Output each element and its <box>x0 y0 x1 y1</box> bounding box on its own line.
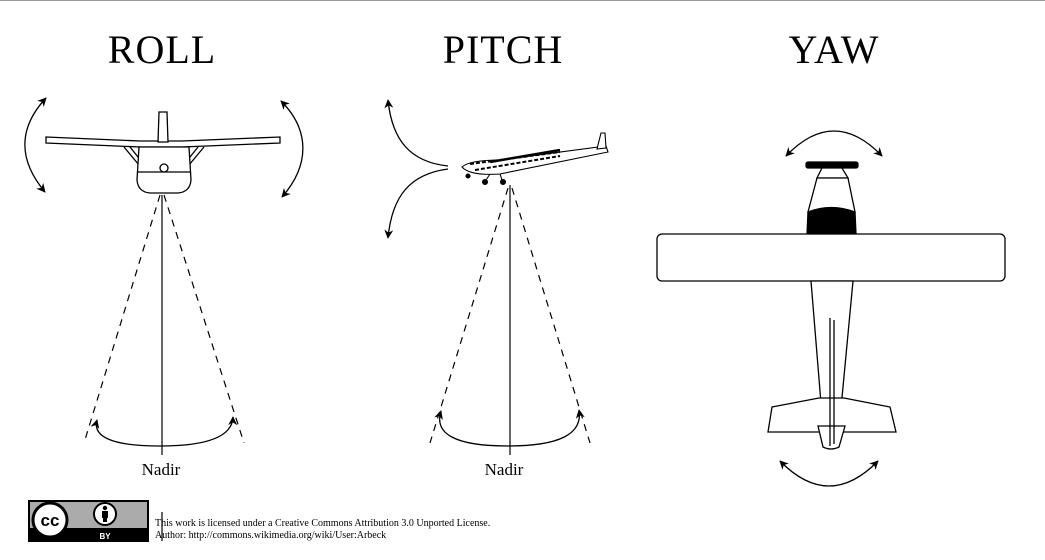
pitch-fov-left <box>429 187 509 444</box>
roll-swath-arrow <box>90 416 238 447</box>
pitch-swath-arrow <box>434 409 585 447</box>
roll-nadir-label: Nadir <box>141 460 181 479</box>
pitch-title: PITCH <box>442 27 564 72</box>
license-line: This work is licensed under a Creative C… <box>155 518 491 529</box>
cc-badge-text: cc <box>41 511 60 530</box>
pitch-arrow-down <box>384 168 449 239</box>
roll-fov-left <box>83 194 161 444</box>
roll-fov-right <box>163 194 245 444</box>
yaw-arrow-bottom <box>779 460 879 487</box>
pitch-arrow-up <box>384 99 449 167</box>
yaw-arrow-top <box>785 130 883 157</box>
top-border <box>0 0 1045 1</box>
pitch-fov-right <box>511 187 591 444</box>
roll-title: ROLL <box>107 27 217 72</box>
pitch-airplane-side-icon <box>461 132 609 186</box>
author-line: Author: http://commons.wikimedia.org/wik… <box>155 530 387 541</box>
cc-license-badge[interactable]: cc BY <box>28 500 149 542</box>
pitch-nadir-label: Nadir <box>484 460 524 479</box>
attribution-person-icon <box>93 502 117 526</box>
roll-airplane-front-icon <box>45 111 281 194</box>
roll-arrow-left <box>24 97 47 193</box>
roll-arrow-right <box>280 100 304 198</box>
yaw-diagram <box>656 130 1006 487</box>
roll-diagram <box>24 97 304 541</box>
license-text: This work is licensed under a Creative C… <box>155 518 490 542</box>
yaw-airplane-top-icon <box>656 161 1006 450</box>
by-badge-text: BY <box>99 532 111 541</box>
pitch-diagram <box>384 99 609 455</box>
creative-commons-icon: cc <box>31 501 69 539</box>
yaw-title: YAW <box>788 27 880 72</box>
